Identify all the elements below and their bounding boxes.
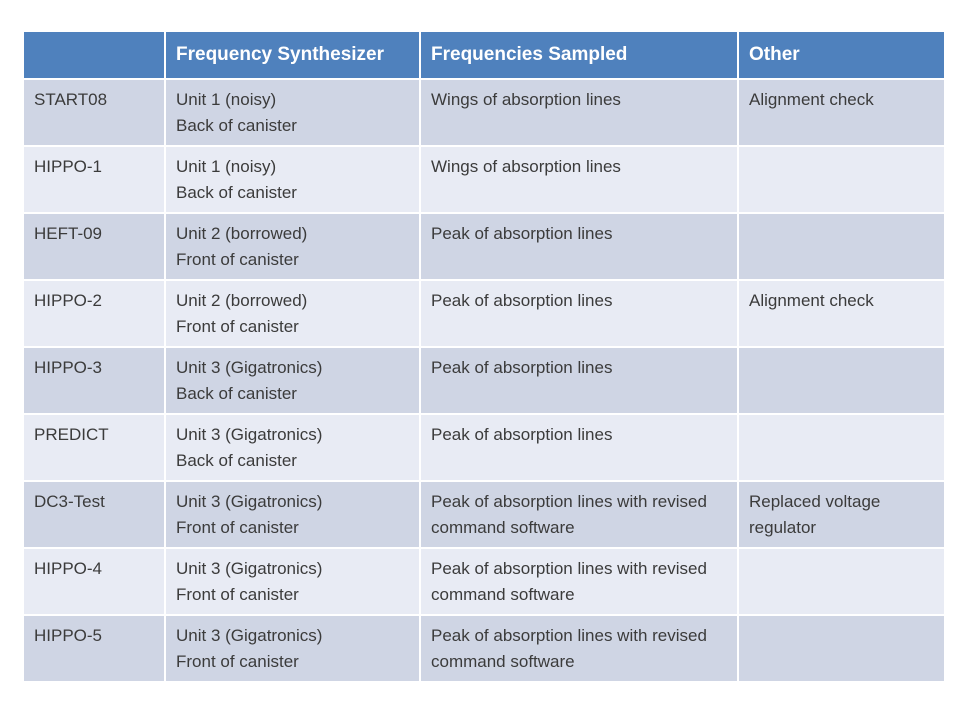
sampled-cell: Peak of absorption lines with revised co… bbox=[421, 616, 737, 681]
sampled-cell: Wings of absorption lines bbox=[421, 80, 737, 145]
flight-campaign-table: Frequency Synthesizer Frequencies Sample… bbox=[24, 32, 944, 681]
column-header-flight bbox=[24, 32, 164, 78]
synthesizer-cell: Unit 3 (Gigatronics) Front of canister bbox=[166, 616, 419, 681]
other-cell bbox=[739, 616, 944, 681]
other-cell: Replaced voltage regulator bbox=[739, 482, 944, 547]
sampled-cell: Peak of absorption lines bbox=[421, 348, 737, 413]
synthesizer-cell: Unit 1 (noisy) Back of canister bbox=[166, 80, 419, 145]
synthesizer-cell: Unit 3 (Gigatronics) Front of canister bbox=[166, 482, 419, 547]
synthesizer-cell: Unit 3 (Gigatronics) Back of canister bbox=[166, 348, 419, 413]
row-id-cell: DC3-Test bbox=[24, 482, 164, 547]
sampled-cell: Peak of absorption lines with revised co… bbox=[421, 549, 737, 614]
other-cell: Alignment check bbox=[739, 80, 944, 145]
other-cell bbox=[739, 348, 944, 413]
row-id-cell: HIPPO-4 bbox=[24, 549, 164, 614]
row-id-cell: HIPPO-2 bbox=[24, 281, 164, 346]
other-cell: Alignment check bbox=[739, 281, 944, 346]
synthesizer-cell: Unit 2 (borrowed) Front of canister bbox=[166, 281, 419, 346]
row-id-cell: START08 bbox=[24, 80, 164, 145]
synthesizer-cell: Unit 3 (Gigatronics) Front of canister bbox=[166, 549, 419, 614]
row-id-cell: HIPPO-5 bbox=[24, 616, 164, 681]
row-id-cell: HIPPO-3 bbox=[24, 348, 164, 413]
column-header-other: Other bbox=[739, 32, 944, 78]
row-id-cell: HEFT-09 bbox=[24, 214, 164, 279]
sampled-cell: Peak of absorption lines with revised co… bbox=[421, 482, 737, 547]
row-id-cell: PREDICT bbox=[24, 415, 164, 480]
other-cell bbox=[739, 415, 944, 480]
sampled-cell: Peak of absorption lines bbox=[421, 214, 737, 279]
sampled-cell: Peak of absorption lines bbox=[421, 281, 737, 346]
sampled-cell: Wings of absorption lines bbox=[421, 147, 737, 212]
synthesizer-cell: Unit 3 (Gigatronics) Back of canister bbox=[166, 415, 419, 480]
other-cell bbox=[739, 549, 944, 614]
row-id-cell: HIPPO-1 bbox=[24, 147, 164, 212]
other-cell bbox=[739, 214, 944, 279]
sampled-cell: Peak of absorption lines bbox=[421, 415, 737, 480]
synthesizer-cell: Unit 1 (noisy) Back of canister bbox=[166, 147, 419, 212]
other-cell bbox=[739, 147, 944, 212]
column-header-synthesizer: Frequency Synthesizer bbox=[166, 32, 419, 78]
synthesizer-cell: Unit 2 (borrowed) Front of canister bbox=[166, 214, 419, 279]
column-header-sampled: Frequencies Sampled bbox=[421, 32, 737, 78]
